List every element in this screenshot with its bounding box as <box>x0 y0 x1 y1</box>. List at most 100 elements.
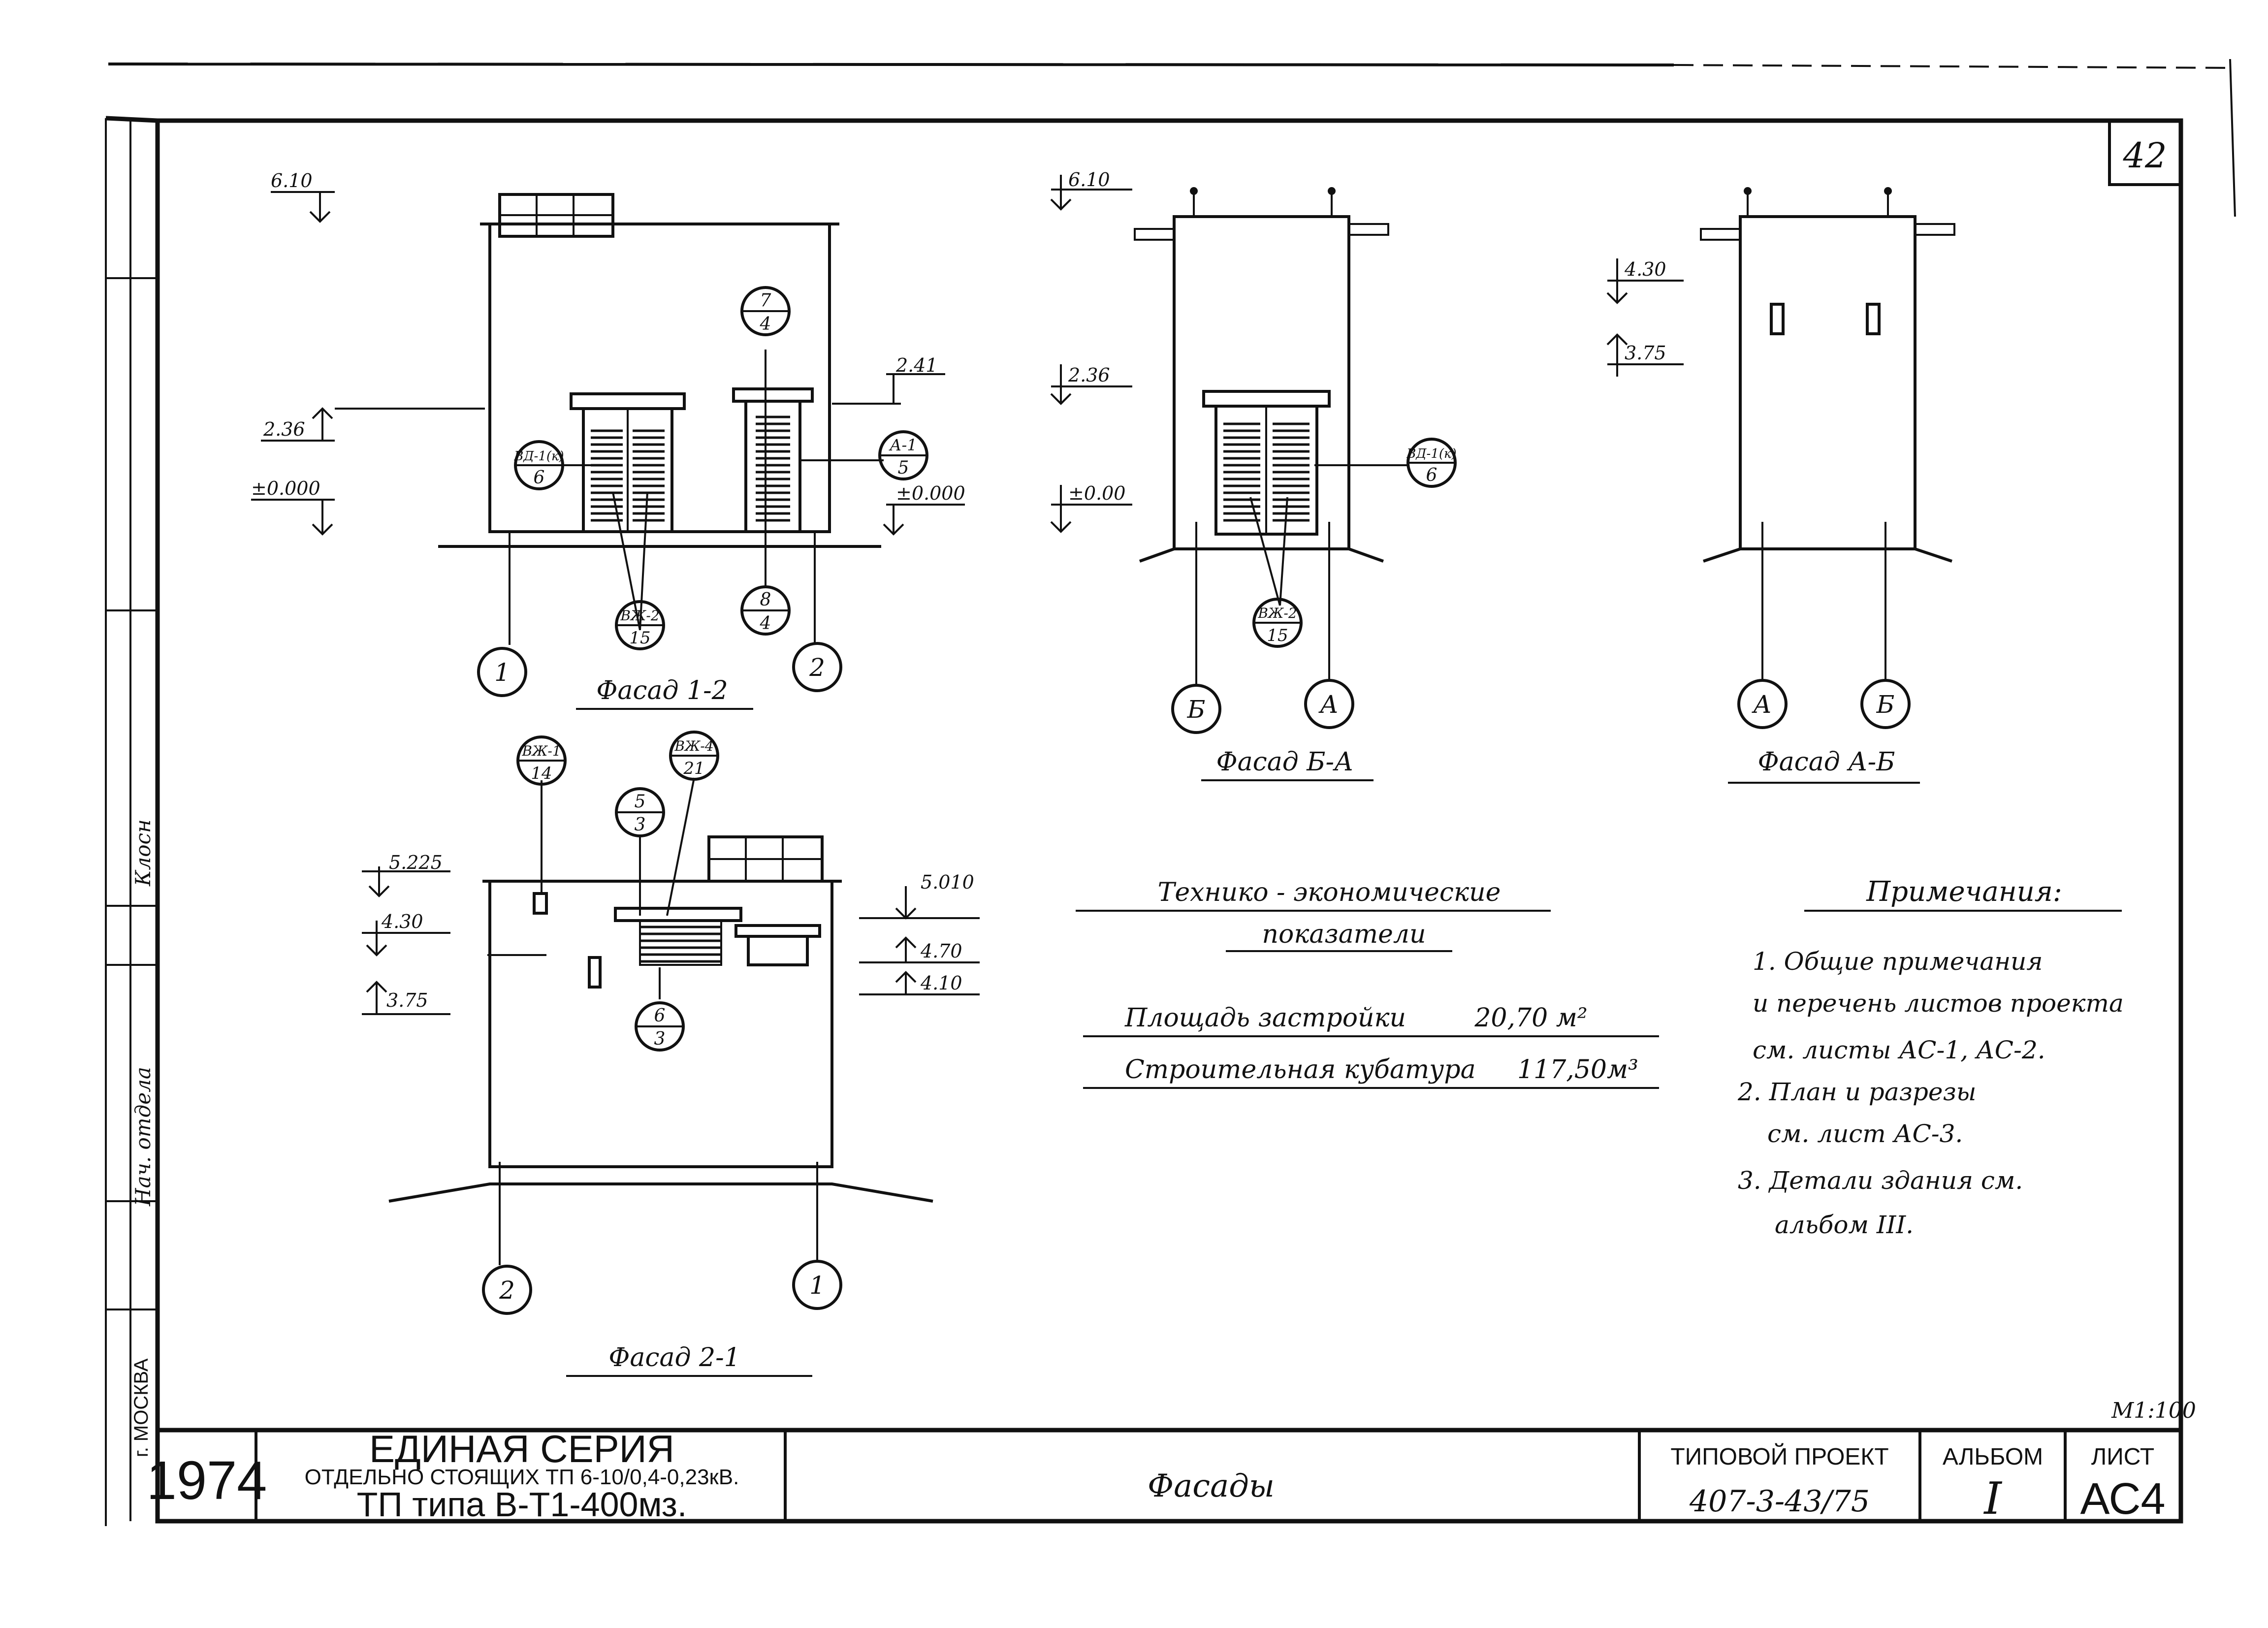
note-line: и перечень листов проекта <box>1753 989 2124 1018</box>
svg-text:ВЖ-2: ВЖ-2 <box>1257 605 1297 621</box>
level-marker: 5.010 <box>859 871 980 920</box>
svg-text:ВЖ-4: ВЖ-4 <box>674 738 713 754</box>
facade-b-a-title: Фасад Б-А <box>1216 747 1354 777</box>
tech-heading-1: Технико - экономические <box>1158 878 1501 907</box>
svg-text:±0.000: ±0.000 <box>251 478 320 499</box>
area-label: Площадь застройки <box>1124 1003 1406 1033</box>
notes-heading: Примечания: <box>1866 876 2062 908</box>
svg-text:±0.000: ±0.000 <box>896 482 965 504</box>
svg-text:6.10: 6.10 <box>271 170 313 192</box>
level-marker: 6.10 <box>1050 169 1132 211</box>
axis-marker: Б <box>1171 684 1221 734</box>
svg-text:7: 7 <box>760 290 771 311</box>
level-marker: 4.30 <box>362 911 450 957</box>
area-value: 20,70 м² <box>1474 1003 1587 1033</box>
facade-b-a: 6.10 2.36 ±0.00 ВД-1(к) 6 ВЖ-2 15 <box>1050 169 1457 781</box>
side-stamp-city: г. МОСКВА <box>130 1358 152 1457</box>
svg-text:4.70: 4.70 <box>920 940 962 962</box>
level-marker: ±0.000 <box>251 478 335 536</box>
callout-marker: 7 4 <box>740 286 791 336</box>
page-number-box: 42 <box>2108 119 2182 186</box>
scale-label: М1:100 <box>2111 1398 2196 1423</box>
svg-text:5.010: 5.010 <box>921 871 974 893</box>
svg-text:14: 14 <box>531 764 552 783</box>
svg-text:±0.00: ±0.00 <box>1068 482 1125 504</box>
level-marker: 4.30 <box>1606 258 1684 304</box>
facade-a-b: 4.30 3.75 А Б Фасад А-Б <box>1606 187 1955 784</box>
svg-text:ВЖ-1: ВЖ-1 <box>521 743 561 759</box>
svg-text:5.225: 5.225 <box>389 852 443 873</box>
tp-type: ТП типа В-Т1-400мз. <box>357 1485 687 1524</box>
svg-text:6: 6 <box>654 1006 666 1026</box>
svg-text:6: 6 <box>1426 465 1437 485</box>
callout-marker: 6 3 <box>635 1001 685 1052</box>
svg-text:15: 15 <box>629 628 650 648</box>
svg-text:А-1: А-1 <box>889 436 917 454</box>
facade-2-1: 5.225 4.30 3.75 5.010 4.70 <box>362 731 980 1377</box>
series-sub: ОТДЕЛЬНО СТОЯЩИХ ТП 6-10/0,4-0,23кВ. <box>305 1465 739 1489</box>
project-number: 407-3-43/75 <box>1689 1484 1870 1519</box>
facade-1-2: 6.10 2.36 ±0.000 2.41 ±0.000 <box>251 170 965 710</box>
album-label: АЛЬБОМ <box>1943 1444 2043 1470</box>
note-line: 1. Общие примечания <box>1753 947 2043 976</box>
svg-text:4: 4 <box>760 314 771 334</box>
axis-marker: 2 <box>792 642 842 692</box>
callout-marker: ВД-1(к) 6 <box>513 440 564 490</box>
callout-marker: ВЖ-2 15 <box>1252 598 1303 648</box>
callout-marker: ВЖ-4 21 <box>669 731 719 781</box>
page-number: 42 <box>2122 135 2167 176</box>
title-block: 1974 ЕДИНАЯ СЕРИЯ ОТДЕЛЬНО СТОЯЩИХ ТП 6-… <box>147 1427 2181 1525</box>
svg-text:6.10: 6.10 <box>1068 169 1110 191</box>
level-marker: 3.75 <box>362 981 450 1015</box>
svg-text:2: 2 <box>809 653 825 682</box>
tech-heading-2: показатели <box>1262 920 1426 949</box>
callout-marker: 5 3 <box>615 787 665 837</box>
axis-marker: А <box>1304 679 1354 729</box>
axis-marker: 2 <box>482 1265 532 1315</box>
side-stamp: г. МОСКВА Нач. отдела Клосн <box>106 121 158 1521</box>
svg-text:1: 1 <box>494 658 510 687</box>
axis-marker: Б <box>1860 679 1911 729</box>
svg-text:ВЖ-2: ВЖ-2 <box>620 607 659 624</box>
level-marker: 2.36 <box>1050 364 1132 405</box>
side-stamp-role: Нач. отдела <box>131 1067 155 1207</box>
level-marker: ±0.000 <box>883 482 965 536</box>
sheet-label: ЛИСТ <box>2091 1444 2154 1470</box>
svg-text:2.41: 2.41 <box>895 354 938 376</box>
svg-text:Б: Б <box>1187 695 1206 724</box>
callout-marker: ВЖ-2 15 <box>615 600 665 650</box>
svg-text:2.36: 2.36 <box>263 418 305 440</box>
tech-indicators: Технико - экономические показатели Площа… <box>1076 878 1659 1089</box>
project-label: ТИПОВОЙ ПРОЕКТ <box>1670 1443 1888 1470</box>
series-title: ЕДИНАЯ СЕРИЯ <box>369 1427 674 1470</box>
note-line: см. лист АС-3. <box>1767 1119 1963 1148</box>
volume-value: 117,50м³ <box>1517 1055 1638 1085</box>
album-value: I <box>1983 1473 2002 1525</box>
svg-text:А: А <box>1318 690 1339 719</box>
svg-text:1: 1 <box>809 1271 825 1300</box>
facade-a-b-title: Фасад А-Б <box>1758 747 1895 777</box>
svg-text:Б: Б <box>1876 690 1895 719</box>
svg-text:ВД-1(к): ВД-1(к) <box>1406 447 1456 461</box>
svg-text:3.75: 3.75 <box>1625 342 1666 364</box>
svg-text:5: 5 <box>635 792 646 812</box>
year: 1974 <box>147 1450 267 1511</box>
svg-text:ВД-1(к): ВД-1(к) <box>513 449 564 464</box>
svg-text:4.30: 4.30 <box>381 911 423 932</box>
note-line: 3. Детали здания см. <box>1738 1166 2023 1195</box>
level-marker: 2.36 <box>261 407 335 442</box>
sheet-value: АС4 <box>2080 1474 2165 1524</box>
axis-marker: 1 <box>477 647 527 697</box>
svg-text:4.30: 4.30 <box>1624 258 1666 280</box>
note-line: см. листы АС-1, АС-2. <box>1753 1036 2045 1064</box>
facade-2-1-title: Фасад 2-1 <box>608 1343 740 1373</box>
svg-text:3.75: 3.75 <box>386 990 428 1011</box>
axis-marker: А <box>1737 679 1788 729</box>
svg-text:15: 15 <box>1267 626 1288 645</box>
note-line: 2. План и разрезы <box>1737 1078 1976 1106</box>
svg-text:21: 21 <box>683 759 704 778</box>
notes: Примечания: 1. Общие примечания и перече… <box>1737 876 2124 1239</box>
svg-text:4.10: 4.10 <box>920 972 962 994</box>
sheet-frame <box>105 116 2183 1526</box>
